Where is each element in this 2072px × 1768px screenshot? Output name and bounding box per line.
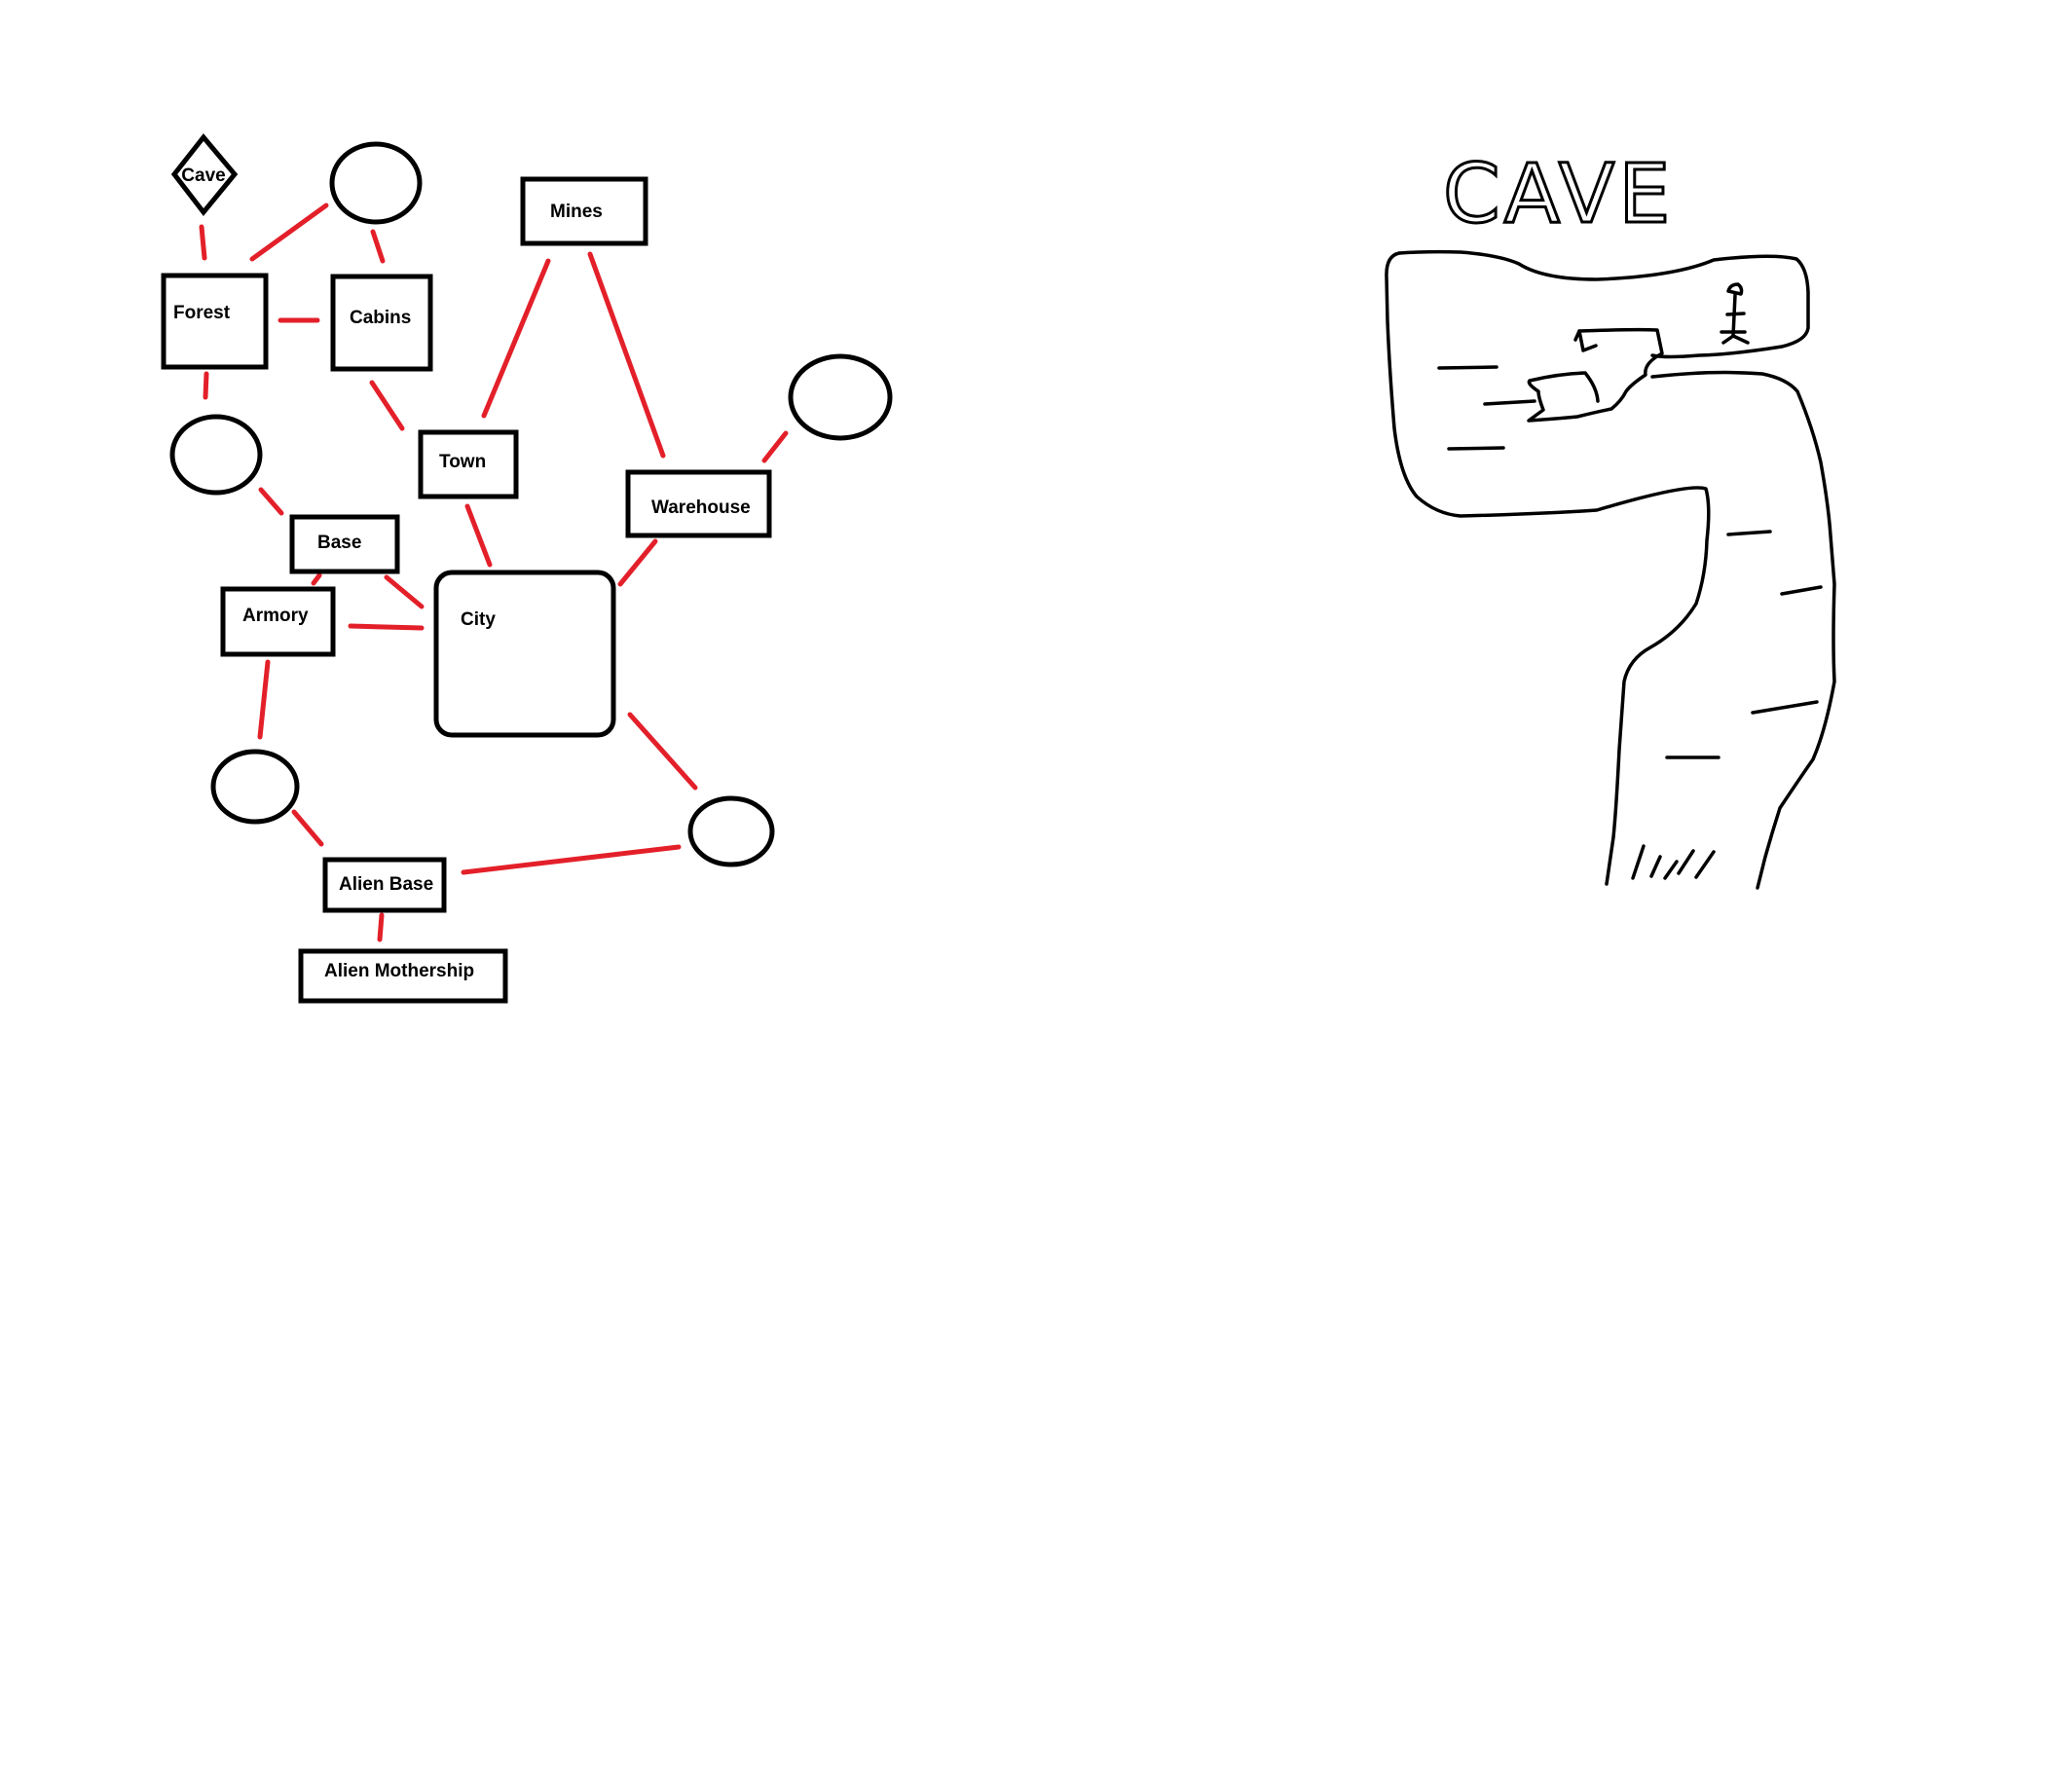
cave-ledge bbox=[1527, 327, 1664, 423]
stick-figure bbox=[1720, 282, 1750, 345]
cave-ledge-step bbox=[1577, 329, 1598, 352]
edge-warehouse-circle-right bbox=[761, 430, 789, 463]
texture-hatching bbox=[1631, 844, 1716, 880]
base-label: Base bbox=[317, 533, 361, 553]
node-cabins: Cabins bbox=[330, 274, 433, 372]
edge-circle-lower-left-alien-base bbox=[291, 809, 324, 847]
circle-node-top bbox=[329, 141, 423, 225]
edge-armory-circle-lower-left bbox=[257, 659, 271, 740]
warehouse-label: Warehouse bbox=[651, 497, 751, 518]
cave-outline-upper bbox=[1397, 249, 1810, 359]
node-alien-mothership: Alien Mothership bbox=[298, 948, 508, 1004]
cave-sketch-title: CAVE bbox=[1443, 146, 1674, 241]
armory-box bbox=[220, 586, 336, 657]
edge-forest-circle-top bbox=[249, 203, 329, 262]
city-label: City bbox=[461, 609, 496, 630]
town-label: Town bbox=[439, 452, 486, 472]
node-base: Base bbox=[289, 514, 400, 574]
cave-diamond bbox=[170, 133, 239, 217]
edge-warehouse-city bbox=[617, 538, 658, 587]
node-cave: Cave bbox=[170, 133, 239, 217]
node-mines: Mines bbox=[520, 176, 648, 246]
alien-base-label: Alien Base bbox=[339, 874, 433, 895]
stick-figure-head bbox=[1726, 282, 1744, 296]
edge-city-circle-lower-right bbox=[627, 712, 698, 791]
circle-node-right bbox=[788, 353, 893, 441]
node-town: Town bbox=[418, 429, 519, 499]
edge-mines-warehouse bbox=[587, 251, 666, 459]
circle-node-left bbox=[169, 414, 263, 496]
cave-outline bbox=[1385, 251, 1711, 886]
mines-box bbox=[520, 176, 648, 246]
city-box bbox=[433, 570, 616, 738]
edge-cave-forest bbox=[199, 224, 207, 261]
edge-forest-circle-left bbox=[203, 371, 209, 400]
cave-outline-right bbox=[1650, 370, 1836, 890]
node-city: City bbox=[433, 570, 616, 738]
cave-sketch: CAVE bbox=[1385, 145, 1836, 890]
node-warehouse: Warehouse bbox=[625, 469, 772, 538]
stick-figure-legs bbox=[1721, 334, 1750, 345]
edge-alien-base-mothership bbox=[377, 912, 385, 942]
alien-mothership-box bbox=[298, 948, 508, 1004]
town-box bbox=[418, 429, 519, 499]
texture-dashes bbox=[1437, 365, 1823, 759]
forest-box bbox=[161, 273, 269, 370]
base-box bbox=[289, 514, 400, 574]
edge-town-city bbox=[464, 503, 493, 568]
node-forest: Forest bbox=[161, 273, 269, 370]
alien-base-box bbox=[322, 857, 447, 913]
forest-label: Forest bbox=[173, 303, 231, 323]
cabins-box bbox=[330, 274, 433, 372]
cave-label: Cave bbox=[181, 166, 225, 186]
edges bbox=[199, 203, 789, 942]
warehouse-box bbox=[625, 469, 772, 538]
alien-mothership-label: Alien Mothership bbox=[324, 961, 474, 981]
edge-cabins-town bbox=[369, 380, 405, 431]
circle-node-lower-right bbox=[687, 795, 775, 867]
armory-label: Armory bbox=[242, 606, 309, 626]
edge-armory-city bbox=[348, 623, 425, 631]
cabins-label: Cabins bbox=[350, 308, 411, 328]
node-armory: Armory bbox=[220, 586, 336, 657]
circle-node-lower-left bbox=[210, 749, 300, 825]
edge-circle-top-cabins bbox=[370, 229, 386, 264]
edge-base-armory bbox=[311, 572, 322, 586]
mines-label: Mines bbox=[550, 202, 603, 222]
edge-circle-left-base bbox=[258, 487, 284, 516]
stick-figure-arms bbox=[1720, 312, 1747, 334]
node-alien-base: Alien Base bbox=[322, 857, 447, 913]
edge-mines-town bbox=[481, 258, 551, 419]
edge-base-city bbox=[384, 574, 425, 609]
edge-alien-base-circle-lower-right bbox=[461, 844, 682, 875]
